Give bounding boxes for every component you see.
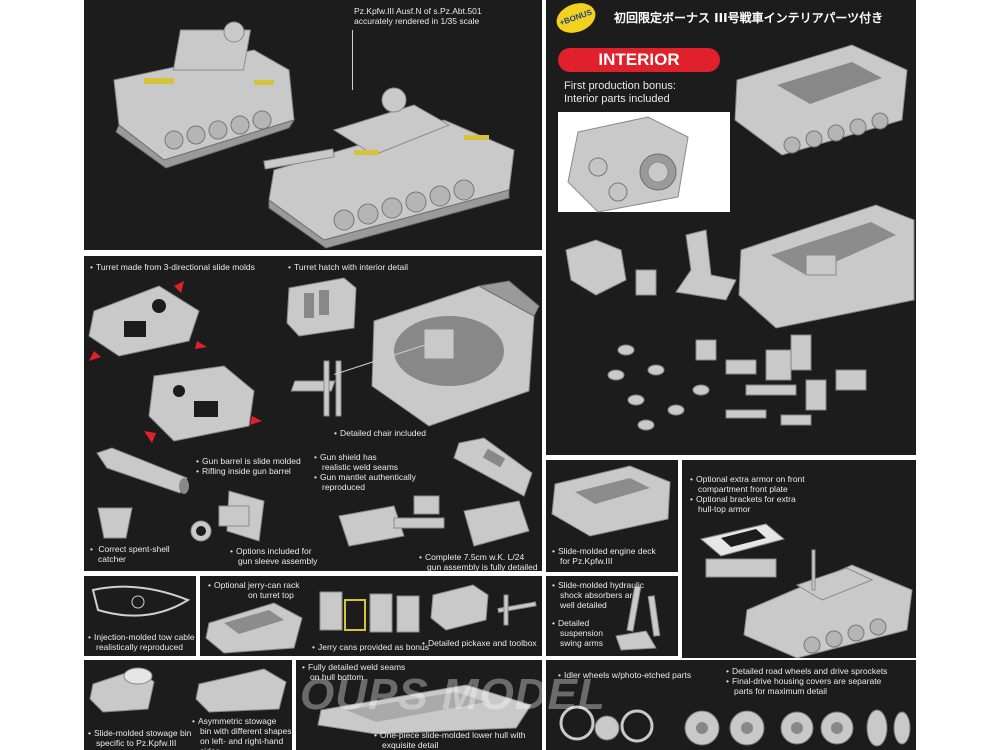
jerry-cans-label: Jerry cans provided as bonus: [312, 642, 429, 652]
hull-interior-top: [734, 44, 908, 156]
engine-deck: [551, 465, 671, 537]
suspension-panel: Slide-molded hydraulic shock absorbers a…: [546, 576, 678, 656]
wheel-parts: [559, 705, 911, 747]
swing-arm-label: Detailed suspension swing arms: [552, 618, 603, 648]
armor-tank-render: [743, 549, 913, 658]
turret-hatch-label: Turret hatch with interior detail: [288, 262, 408, 272]
engine-deck-label: Slide-molded engine deck for Pz.Kpfw.III: [552, 546, 656, 566]
watermark: OUPS MODEL: [300, 670, 606, 719]
shock-label: Slide-molded hydraulic shock absorbers a…: [552, 580, 644, 610]
jerry-can-panel: Optional jerry-can rack on turret top Je…: [200, 576, 542, 656]
wheels-panel: Idler wheels w/photo-etched parts Detail…: [546, 660, 916, 750]
asym-stowage-label: Asymmetric stowage bin with different sh…: [192, 716, 292, 750]
interior-seat-parts: [565, 229, 737, 301]
hull-bottom-panel: Fully detailed weld seams on hull bottom…: [296, 660, 542, 750]
barrel-label: Gun barrel is slide molded Rifling insid…: [196, 456, 301, 476]
gun-shield: [453, 437, 533, 497]
hero-panel: Pz.Kpfw.III Ausf.N of s.Pz.Abt.501 accur…: [84, 0, 542, 250]
complete-gun-label: Complete 7.5cm w.K. L/24 gun assembly is…: [419, 552, 538, 571]
stowage-bin-right: [195, 668, 287, 713]
shock-absorbers: [615, 585, 661, 651]
stowage-bin-label: Slide-molded stowage bin specific to Pz.…: [88, 728, 191, 748]
tank-render-front: [263, 87, 515, 249]
toolbox-pickaxe: [430, 584, 537, 631]
stowage-panel: Slide-molded stowage bin specific to Pz.…: [84, 660, 292, 750]
jerry-rack: [205, 602, 303, 654]
engine-deck-panel: Slide-molded engine deck for Pz.Kpfw.III: [546, 460, 678, 572]
lower-hull: [317, 684, 532, 735]
turret-interior: [371, 280, 540, 427]
interior-caption: First production bonus: Interior parts i…: [564, 80, 676, 105]
gun-assembly: [338, 495, 530, 547]
turret-shell-top: [88, 281, 207, 361]
road-wheels-label: Detailed road wheels and drive sprockets…: [726, 666, 887, 696]
stowage-bin-left: [89, 667, 155, 713]
sleeve-label: Options included for gun sleeve assembly: [230, 546, 317, 566]
hero-caption: Pz.Kpfw.III Ausf.N of s.Pz.Abt.501 accur…: [354, 6, 482, 26]
jerry-rack-label: Optional jerry-can rack on turret top: [208, 580, 300, 600]
interior-panel: +BONUS 初回限定ボーナス III号戦車インテリアパーツ付き INTERIO…: [546, 0, 916, 455]
gun-barrel: [96, 447, 189, 494]
interior-small-parts: [607, 334, 867, 431]
tow-cable: [91, 585, 191, 617]
shield-label: Gun shield has realistic weld seams Gun …: [314, 452, 416, 492]
tow-cable-label: Injection-molded tow cable realistically…: [88, 632, 195, 652]
turret-panel: Turret made from 3-directional slide mol…: [84, 256, 542, 571]
catcher-label: Correct spent-shell: [90, 544, 169, 554]
gun-sleeve: [190, 490, 265, 542]
japanese-title: 初回限定ボーナス III号戦車インテリアパーツ付き: [614, 11, 884, 25]
interior-tag: INTERIOR: [558, 48, 720, 72]
weld-seams-label: Fully detailed weld seams on hull bottom: [302, 662, 405, 682]
tow-cable-panel: Injection-molded tow cable realistically…: [84, 576, 196, 656]
interior-cutaway: [558, 112, 730, 213]
chair-label: Detailed chair included: [334, 428, 426, 438]
bonus-badge: +BONUS: [552, 0, 600, 38]
tank-render-rear: [113, 21, 296, 169]
lower-hull-label: One-piece slide-molded lower hull with e…: [374, 730, 526, 750]
detailed-chair: [290, 360, 342, 417]
jerry-cans: [319, 591, 420, 633]
extra-armor-label: Optional extra armor on front compartmen…: [690, 474, 805, 514]
armor-panel: Optional extra armor on front compartmen…: [682, 460, 916, 658]
idler-label: Idler wheels w/photo-etched parts: [558, 670, 691, 680]
turret-shell-side: [144, 365, 262, 443]
turret-molds-label: Turret made from 3-directional slide mol…: [90, 262, 255, 272]
shell-catcher: [97, 507, 133, 539]
hull-interior-cutaway: [738, 204, 915, 329]
turret-hatch: [286, 277, 357, 337]
tools-label: Detailed pickaxe and toolbox: [422, 638, 537, 648]
extra-armor-plate: [699, 523, 786, 578]
